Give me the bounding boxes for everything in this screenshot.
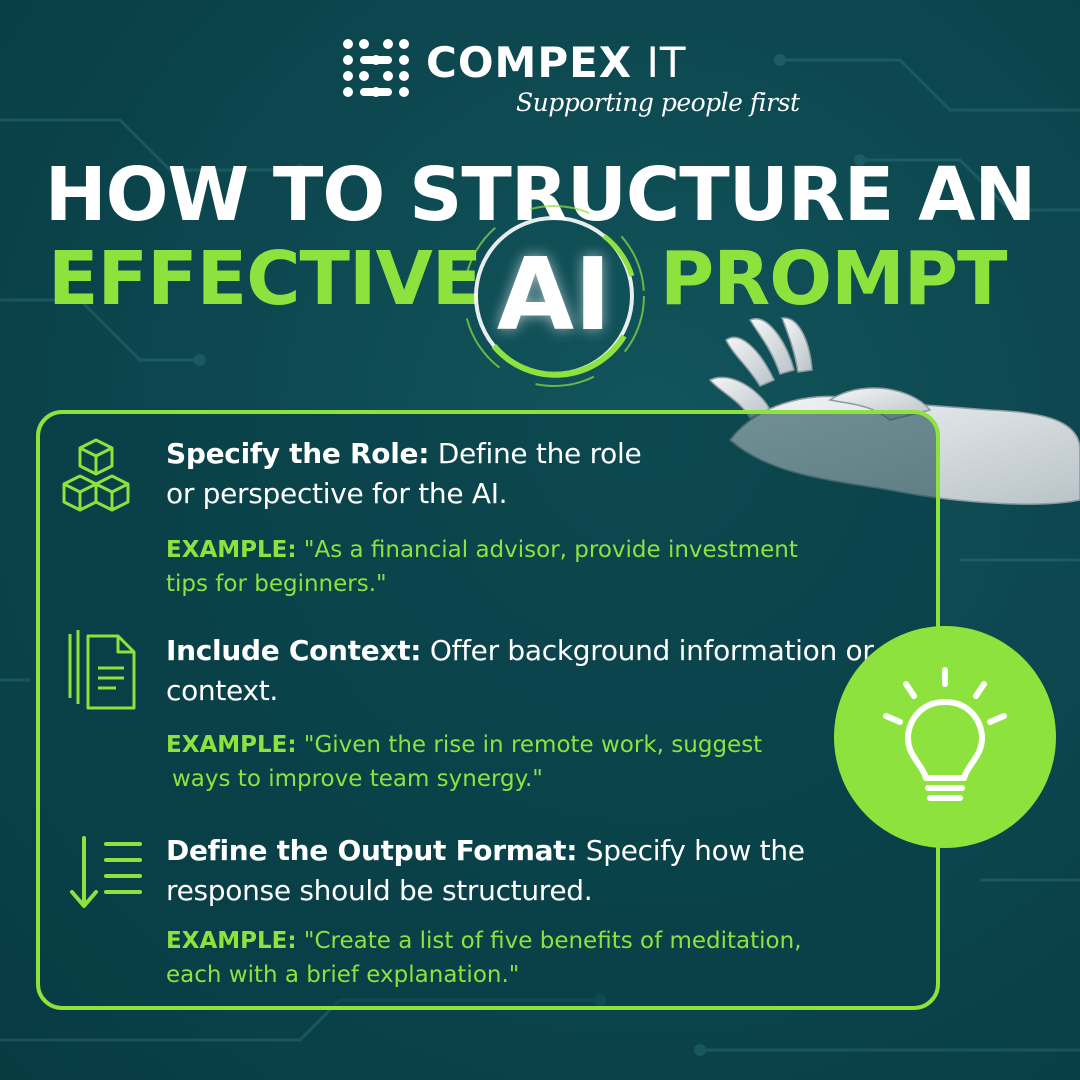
item-3-line-1: Define the Output Format: Specify how th… [166,834,805,867]
item-2-example-label: EXAMPLE: [166,732,297,758]
lightbulb-icon [883,667,1007,801]
item-1-text-2: or perspective for the AI. [166,477,508,510]
item-3-example-text-1: "Create a list of five benefits of medit… [303,928,802,954]
item-3-heading: Define the Output Format: [166,834,578,867]
item-1-example-text-2: tips for beginners." [166,571,387,597]
title-prompt: PROMPT [660,236,1007,322]
item-1-example-text-1: "As a financial advisor, provide investm… [303,537,798,563]
tips-card [36,410,940,1010]
title-effective: EFFECTIVE [48,236,482,322]
item-1-heading: Specify the Role: [166,437,430,470]
sort-list-icon [70,836,142,908]
item-3-example-text-2: each with a brief explanation." [166,962,520,988]
brand-logo: COMPEX IT Supporting people first [340,30,800,120]
ai-ring-icon [463,205,645,387]
item-1-example-line-1: EXAMPLE: "As a financial advisor, provid… [166,537,798,563]
item-3-text-2: response should be structured. [166,874,593,907]
cubes-icon [62,438,130,512]
brand-name: COMPEX IT [426,38,687,87]
item-3-example-line-1: EXAMPLE: "Create a list of five benefits… [166,928,802,954]
brand-name-bold: COMPEX [426,38,633,87]
brand-name-light: IT [646,38,687,87]
brand-tagline: Supporting people first [516,88,800,117]
item-2-example-line-1: EXAMPLE: "Given the rise in remote work,… [166,732,762,758]
lightbulb-badge [834,626,1056,848]
item-2-example-text-1: "Given the rise in remote work, suggest [303,732,763,758]
item-2-example-text-2: ways to improve team synergy." [172,766,543,792]
documents-icon [68,630,136,710]
item-3-text-1: Specify how the [585,834,805,867]
item-3-example-label: EXAMPLE: [166,928,297,954]
item-2-line-1: Include Context: Offer background inform… [166,634,874,667]
title-line-1: HOW TO STRUCTURE AN [44,152,1037,238]
item-2-text-2: context. [166,674,279,707]
ai-badge: AI [454,196,654,396]
item-1-text-1: Define the role [437,437,642,470]
item-2-text-1: Offer background information or [429,634,874,667]
title-ai: AI [496,236,612,353]
logo-dots-icon [343,39,409,97]
item-2-heading: Include Context: [166,634,422,667]
item-1-line-1: Specify the Role: Define the role [166,437,642,470]
item-1-example-label: EXAMPLE: [166,537,297,563]
